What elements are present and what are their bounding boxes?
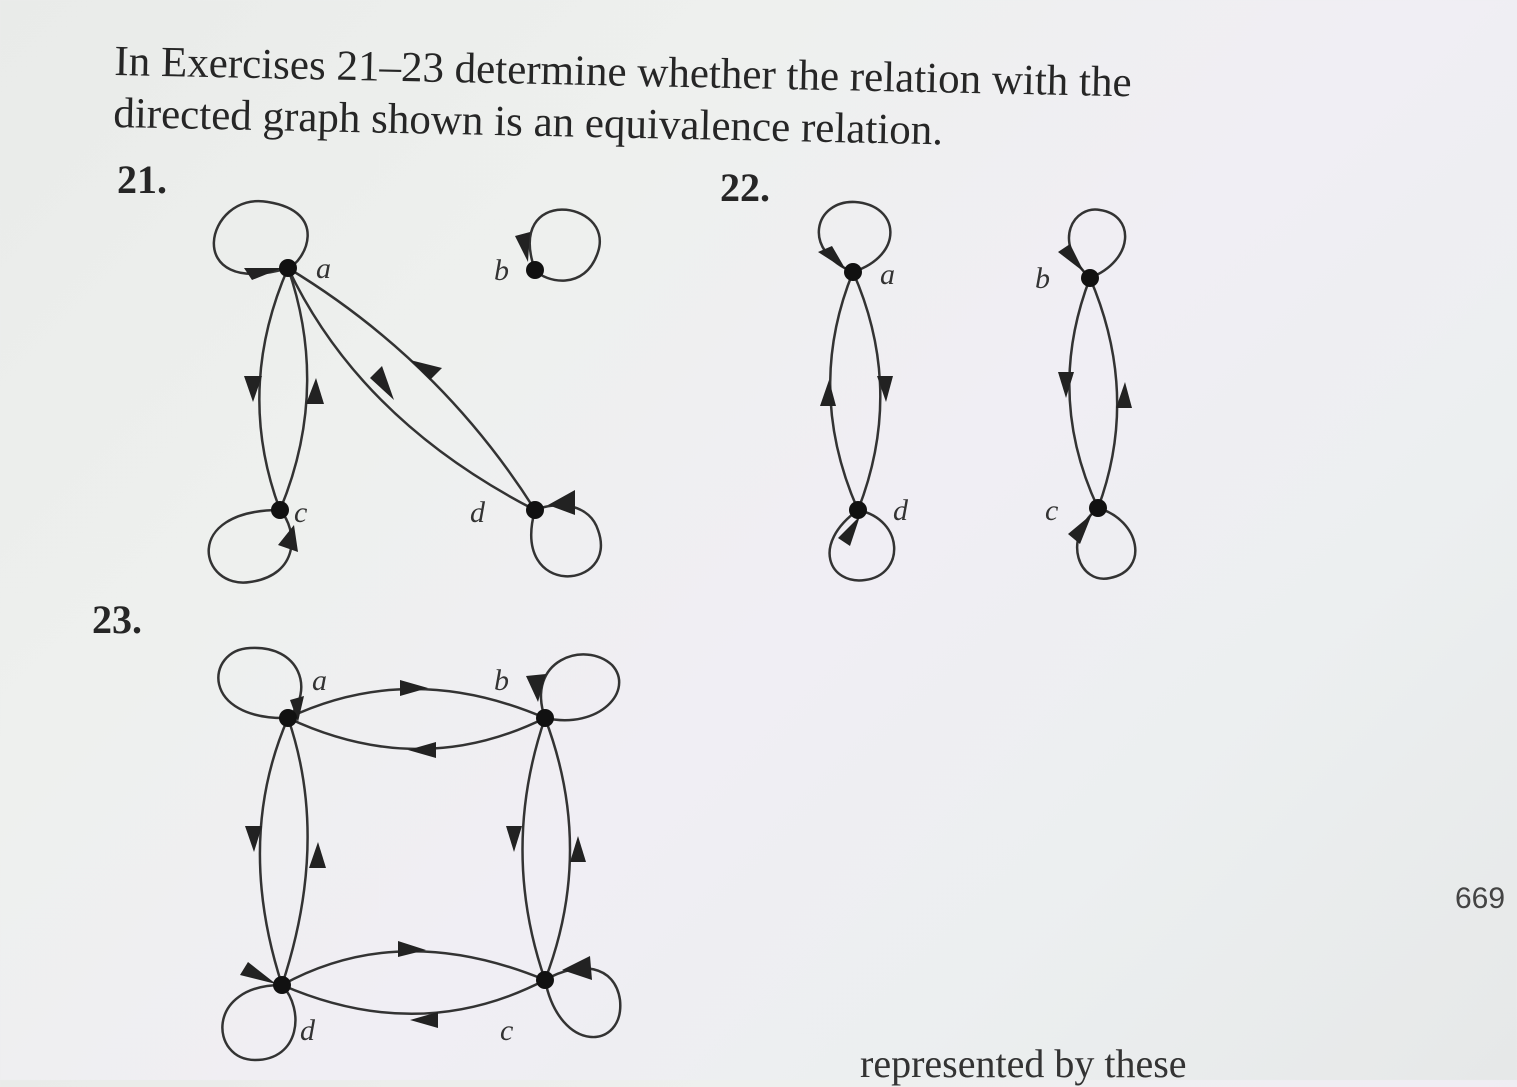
label-21-a: a [316,252,331,285]
exercise-21-number: 21. [117,157,167,202]
arrow-21-loop-a-head [244,268,282,280]
arrow-21-loop-b-head [515,232,530,262]
arrow-21-loop-c-head [278,525,298,552]
arrow-23-d-c-head [398,941,426,957]
arrow-23-loop-a-head [290,696,304,722]
loop-23-a [217,646,303,720]
edge-21-a-c [258,267,290,511]
loop-23-b [539,653,621,722]
arrow-23-b-a-head [408,742,436,758]
edge-22-a-d [851,271,882,511]
arrow-22-b-c-head [1058,372,1074,398]
edge-22-c-b [1088,277,1119,509]
node-23-d [273,976,291,994]
cut-off-bottom-text: represented by these [860,1041,1187,1086]
arrow-23-loop-c-head [562,956,592,980]
label-21-d: d [470,496,486,529]
label-22-b: b [1035,262,1050,295]
edge-22-d-a [829,271,860,511]
edge-21-a-d [286,267,536,512]
edge-23-b-c [521,717,547,981]
edge-23-b-a [287,716,546,751]
label-22-c: c [1045,494,1058,527]
arrow-22-loop-d-head [838,516,860,546]
arrow-23-b-c-head [506,826,522,852]
edge-22-b-c [1068,277,1100,509]
loop-23-c [543,967,622,1039]
label-23-c: c [500,1014,513,1047]
arrow-23-a-b-head [400,680,428,696]
node-22-b [1081,269,1099,287]
loop-21-b [528,208,602,282]
edge-21-d-a [287,266,537,511]
arrow-22-loop-a-head [818,246,846,270]
exercise-22-number: 22. [720,165,770,210]
node-21-c [271,501,289,519]
loop-22-d [828,508,896,582]
arrow-23-loop-b-head [526,674,546,702]
graph-22: a b c d [817,200,1137,582]
exercise-23-number: 23. [92,597,142,642]
label-22-d: d [893,494,909,527]
edge-23-a-d [258,717,290,986]
label-23-a: a [312,664,327,697]
edge-23-d-a [280,717,309,986]
arrow-23-c-b-head [570,836,586,862]
arrow-22-c-b-head [1116,382,1132,408]
node-22-c [1089,499,1107,517]
arrow-21-loop-d-head [548,490,575,515]
arrow-23-c-d-head [410,1012,438,1028]
node-22-d [849,501,867,519]
label-21-b: b [494,254,509,287]
edge-23-d-c [281,949,546,987]
loop-22-b [1067,208,1127,280]
arrow-21-a-d-head [370,366,394,400]
arrow-22-loop-c-head [1068,514,1092,544]
loop-21-a [212,199,309,276]
arrow-23-d-a-head [309,842,326,868]
arrow-22-d-a-head [820,380,836,406]
loop-23-d [221,983,297,1062]
label-22-a: a [880,258,895,291]
label-21-c: c [294,496,307,529]
arrow-22-a-d-head [877,376,893,402]
loop-21-c [207,508,293,584]
node-21-b [526,261,544,279]
node-21-a [279,259,297,277]
graph-21: a b c d [207,199,602,584]
loop-22-c [1075,506,1137,580]
arrow-21-a-c-head [244,376,262,402]
page-number: 669 [1455,882,1506,915]
edge-23-c-d [281,978,546,1016]
node-21-d [526,501,544,519]
graph-23: a b c d [217,646,622,1062]
arrow-21-c-a-head [306,378,324,404]
node-23-b [536,709,554,727]
edge-23-c-b [543,717,572,981]
arrow-22-loop-b-head [1058,244,1084,272]
loop-22-a [817,200,892,274]
label-23-d: d [300,1014,316,1047]
edge-21-c-a [278,267,309,511]
node-23-a [279,709,297,727]
arrow-23-loop-d-head [240,962,276,984]
arrow-23-a-d-head [245,826,262,852]
arrow-21-d-a-head [410,360,442,380]
label-23-b: b [494,664,509,697]
node-22-a [844,263,862,281]
node-23-c [536,971,554,989]
